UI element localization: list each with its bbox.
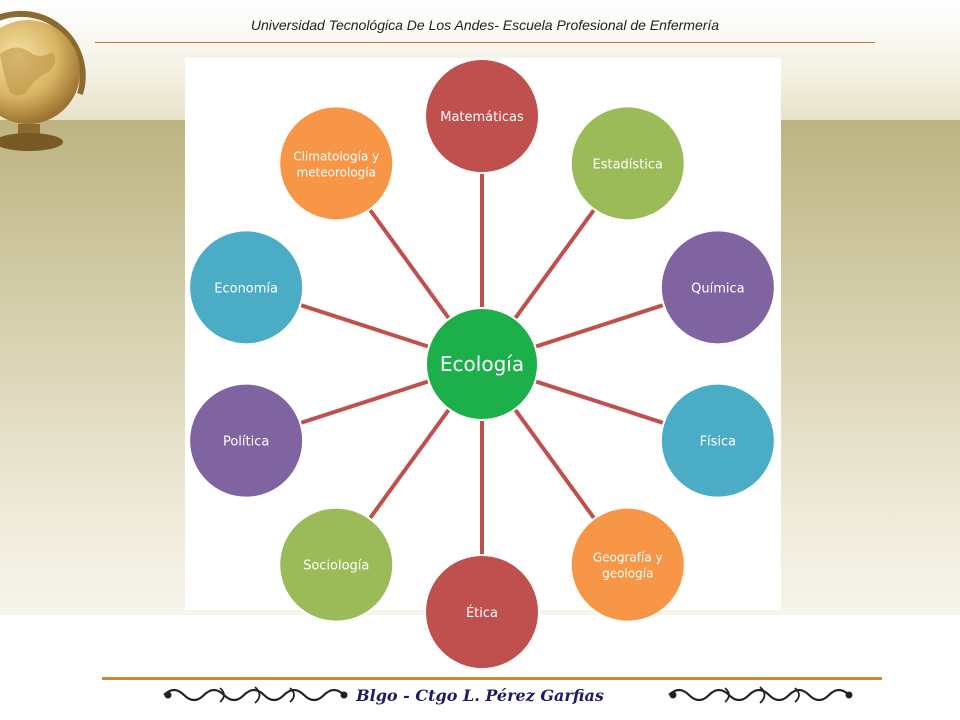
center-label: Ecología xyxy=(440,352,524,376)
center-circle xyxy=(425,307,539,421)
node-circle xyxy=(569,105,686,222)
header-divider xyxy=(95,42,875,43)
node-label: Ética xyxy=(466,605,498,621)
center-node: Ecología xyxy=(425,307,539,421)
node-label: Química xyxy=(691,281,744,296)
node-circle xyxy=(188,382,305,499)
node-circle xyxy=(424,554,540,670)
right-ornament-icon xyxy=(668,686,853,704)
diagram-node: Política xyxy=(188,382,305,499)
diagram-node: Ética xyxy=(424,554,540,670)
node-circle xyxy=(424,58,540,174)
node-circle xyxy=(278,105,395,222)
node-circle xyxy=(659,382,776,499)
node-label: Economía xyxy=(214,281,278,296)
node-label: Sociología xyxy=(303,559,369,574)
ecology-diagram: MatemáticasEstadísticaQuímicaFísicaGeogr… xyxy=(188,58,776,670)
footer-author: Blgo - Ctgo L. Pérez Garfias xyxy=(356,686,604,705)
diagram-node: Sociología xyxy=(278,506,395,623)
node-label: Estadística xyxy=(593,157,664,172)
node-circle xyxy=(659,229,776,346)
diagram-node: Física xyxy=(659,382,776,499)
left-ornament-icon xyxy=(163,686,348,704)
diagram-node: Economía xyxy=(188,229,305,346)
node-label: Política xyxy=(223,435,269,450)
node-circle xyxy=(188,229,305,346)
diagram-node: Química xyxy=(659,229,776,346)
globe-icon xyxy=(0,10,86,151)
node-circle xyxy=(569,506,686,623)
footer-divider xyxy=(102,677,882,680)
node-label: Matemáticas xyxy=(440,110,524,125)
node-label: Física xyxy=(700,435,737,450)
diagram-node: Estadística xyxy=(569,105,686,222)
diagram-node: Matemáticas xyxy=(424,58,540,174)
page-header: Universidad Tecnológica De Los Andes- Es… xyxy=(250,17,720,33)
node-circle xyxy=(278,506,395,623)
